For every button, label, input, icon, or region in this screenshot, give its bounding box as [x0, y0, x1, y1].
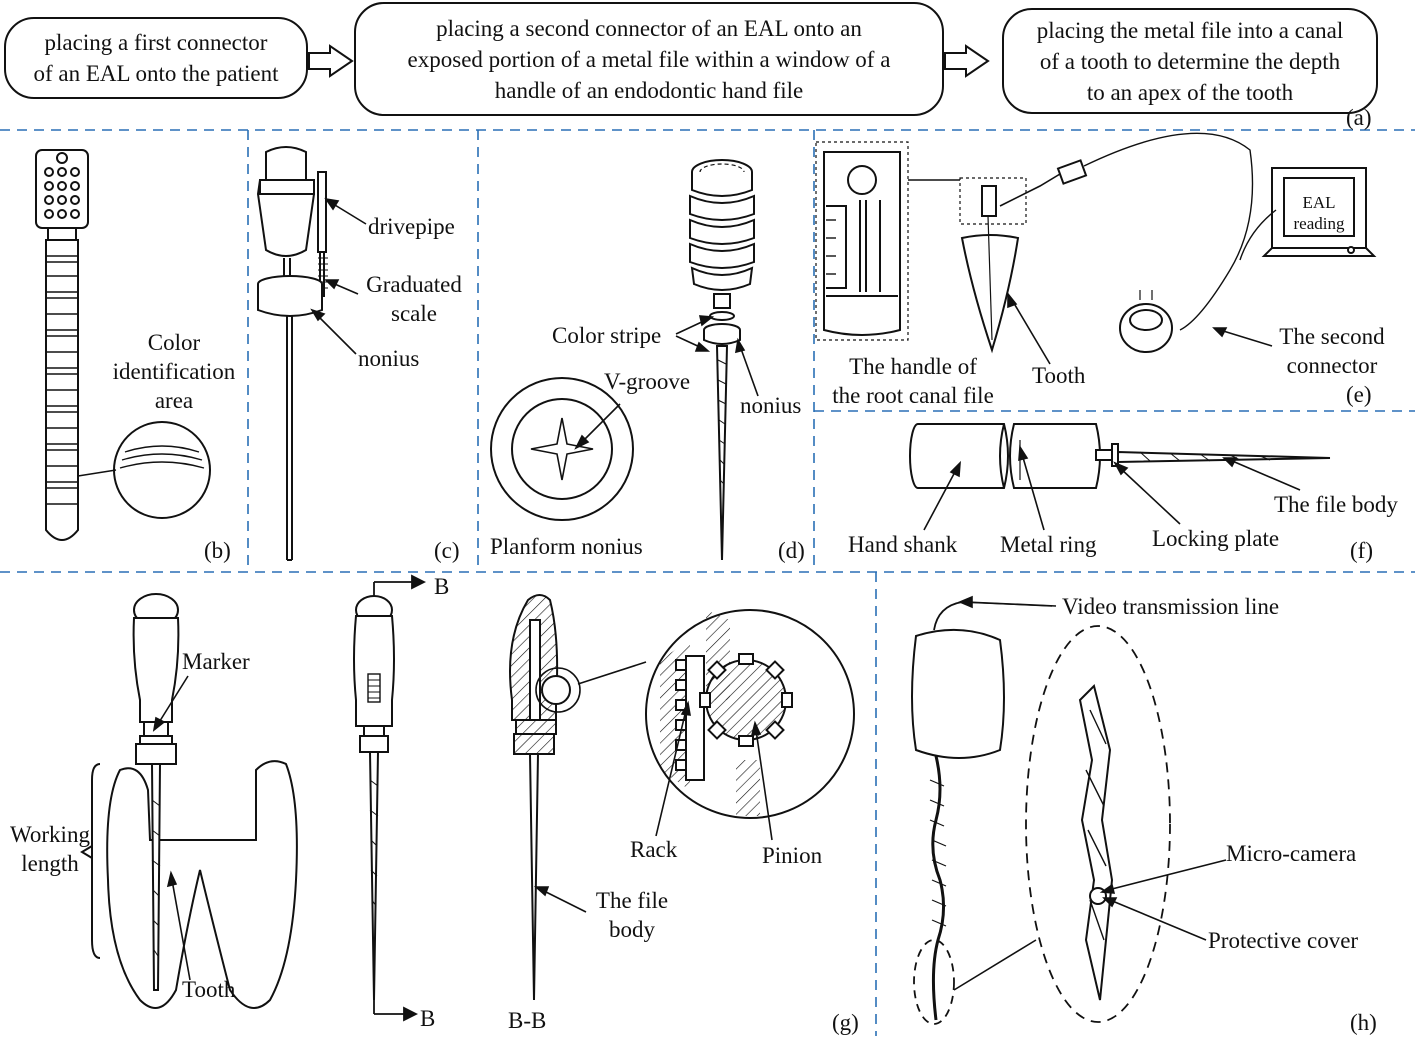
panel-h-leaders: [957, 595, 1227, 941]
panel-d-drawing: [490, 159, 755, 561]
eal-screen-text: EAL reading: [1293, 193, 1345, 233]
drivepipe-label: drivepipe: [368, 214, 455, 239]
panel-g-leaders: [152, 675, 773, 981]
flow-step-3: placing the metal file into a canal of a…: [1002, 8, 1378, 114]
rack-label: Rack: [630, 837, 678, 862]
micro-camera-label: Micro-camera: [1226, 841, 1357, 866]
nonius-label-d: nonius: [740, 393, 802, 418]
file-body-label-g: The file body: [595, 888, 669, 942]
panel-label-b: (b): [204, 538, 231, 563]
v-groove-label: V-groove: [604, 369, 691, 394]
panel-c-leaders: [310, 197, 367, 355]
panel-e-leaders: [1007, 291, 1273, 365]
section-marker-top: B: [434, 574, 450, 599]
panel-g-section-arrows: [373, 574, 427, 1022]
pinion-label: Pinion: [762, 843, 823, 868]
panel-c-drawing: [256, 146, 328, 561]
color-identification-label: Color identification area: [112, 330, 236, 413]
marker-label: Marker: [182, 649, 250, 674]
panel-d-leaders: [574, 315, 759, 450]
panel-label-f: (f): [1350, 538, 1373, 563]
nonius-label: nonius: [358, 346, 420, 371]
section-view-label: B-B: [508, 1008, 547, 1033]
graduated-scale-label: Graduated scale: [366, 272, 462, 326]
panel-label-c: (c): [434, 538, 460, 563]
file-body-label-f: The file body: [1274, 492, 1398, 517]
panel-h-drawing: [911, 601, 1171, 1025]
panel-label-d: (d): [778, 538, 805, 563]
video-line-label: Video transmission line: [1062, 594, 1280, 619]
panel-label-h: (h): [1350, 1010, 1377, 1035]
hand-shank-label: Hand shank: [848, 532, 958, 557]
color-stripe-label: Color stripe: [552, 323, 662, 348]
panel-dividers: [0, 129, 1415, 1036]
planform-nonius-label: Planform nonius: [490, 534, 643, 559]
panel-label-a: (a): [1346, 105, 1372, 130]
panel-label-g: (g): [832, 1010, 859, 1035]
panel-b-drawing: [35, 149, 211, 541]
tooth-label-e: Tooth: [1032, 363, 1086, 388]
panel-g-drawing: [80, 593, 855, 1009]
panel-f-leaders: [923, 444, 1301, 531]
metal-ring-label: Metal ring: [1000, 532, 1097, 557]
flow-step-1: placing a first connector of an EAL onto…: [4, 17, 308, 99]
locking-plate-label: Locking plate: [1152, 526, 1280, 551]
second-connector-label: The second connector: [1279, 324, 1385, 378]
handle-label: The handle of the root canal file: [832, 354, 994, 408]
flow-arrows: [308, 44, 990, 78]
tooth-label-g: Tooth: [182, 977, 236, 1002]
panel-f-drawing: [909, 423, 1331, 489]
panel-label-e: (e): [1346, 382, 1372, 407]
section-marker-bottom: B: [420, 1006, 436, 1031]
panel-e-drawing: [815, 132, 1377, 354]
flow-step-2: placing a second connector of an EAL ont…: [354, 2, 944, 116]
protective-cover-label: Protective cover: [1208, 928, 1359, 953]
working-length-label: Working length: [10, 822, 90, 876]
